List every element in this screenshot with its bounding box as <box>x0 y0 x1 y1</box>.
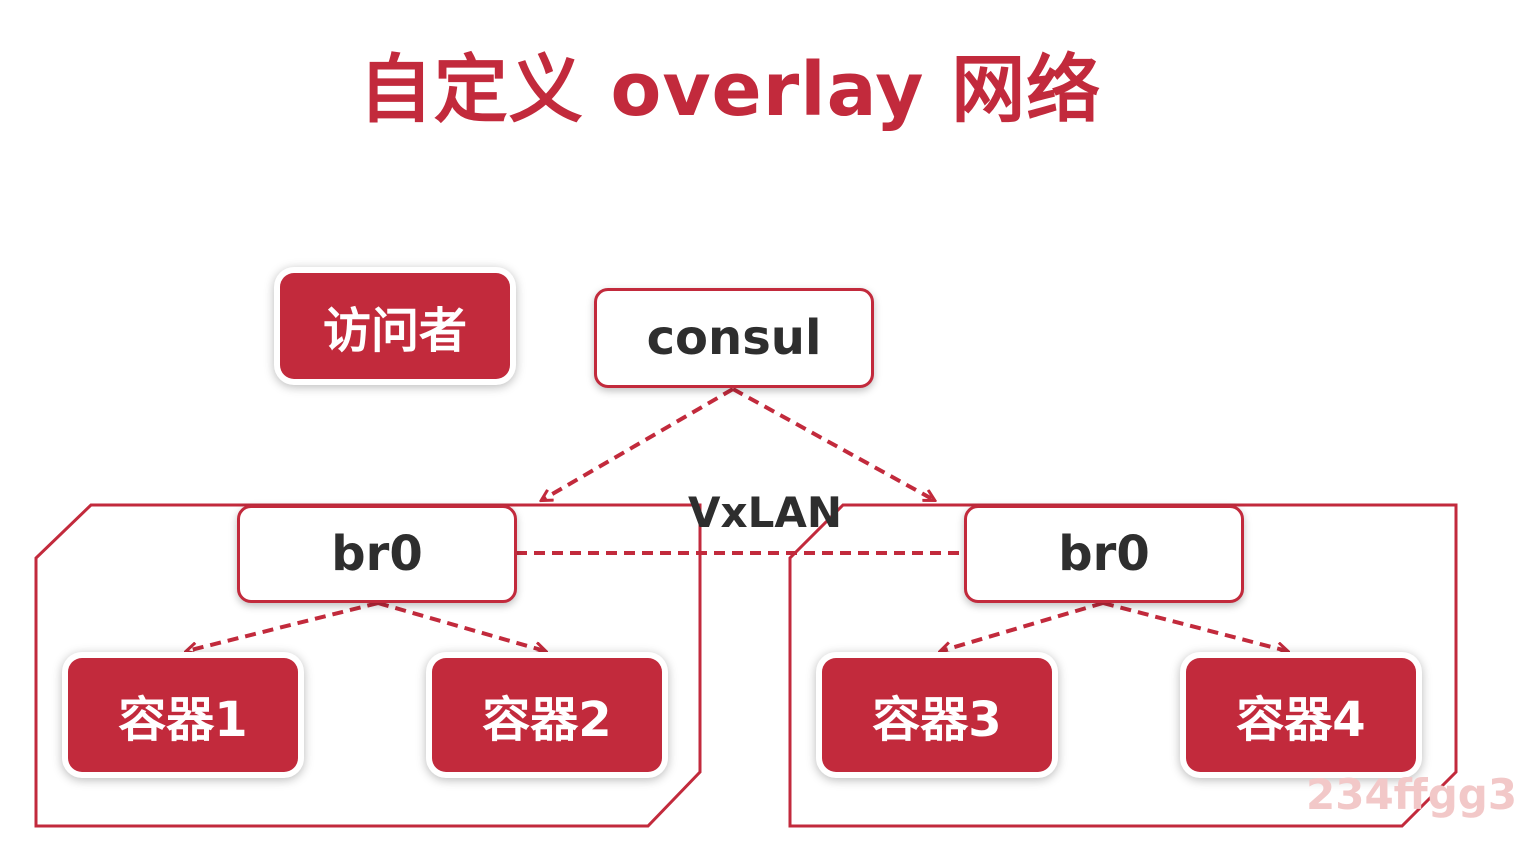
vxlan-label: VxLAN <box>688 488 843 537</box>
consul-to-left-bridge-arrow <box>542 387 735 500</box>
consul-label: consul <box>646 310 822 366</box>
container-2-node: 容器2 <box>432 658 662 772</box>
container-3-node: 容器3 <box>822 658 1052 772</box>
container-4-label: 容器4 <box>1236 692 1366 748</box>
watermark-text: 234ffgg3 <box>1306 770 1517 819</box>
visitor-node: 访问者 <box>280 273 510 379</box>
container-3-label: 容器3 <box>872 692 1002 748</box>
right-bridge-node: br0 <box>964 505 1244 603</box>
left-bridge-to-container-2-arrow <box>377 601 545 651</box>
container-1-label: 容器1 <box>118 692 248 748</box>
left-bridge-label: br0 <box>331 526 423 582</box>
container-2-label: 容器2 <box>482 692 612 748</box>
right-bridge-to-container-3-arrow <box>941 601 1104 651</box>
consul-node: consul <box>594 288 874 388</box>
container-4-node: 容器4 <box>1186 658 1416 772</box>
left-bridge-node: br0 <box>237 505 517 603</box>
consul-to-right-bridge-arrow <box>732 387 934 500</box>
page-title: 自定义 overlay 网络 <box>358 47 1102 133</box>
visitor-label: 访问者 <box>322 303 467 359</box>
right-bridge-label: br0 <box>1058 526 1150 582</box>
host-left-outline <box>34 503 702 828</box>
left-bridge-to-container-1-arrow <box>187 601 379 651</box>
host-right-outline <box>788 503 1458 828</box>
right-bridge-to-container-4-arrow <box>1102 601 1287 651</box>
container-1-node: 容器1 <box>68 658 298 772</box>
